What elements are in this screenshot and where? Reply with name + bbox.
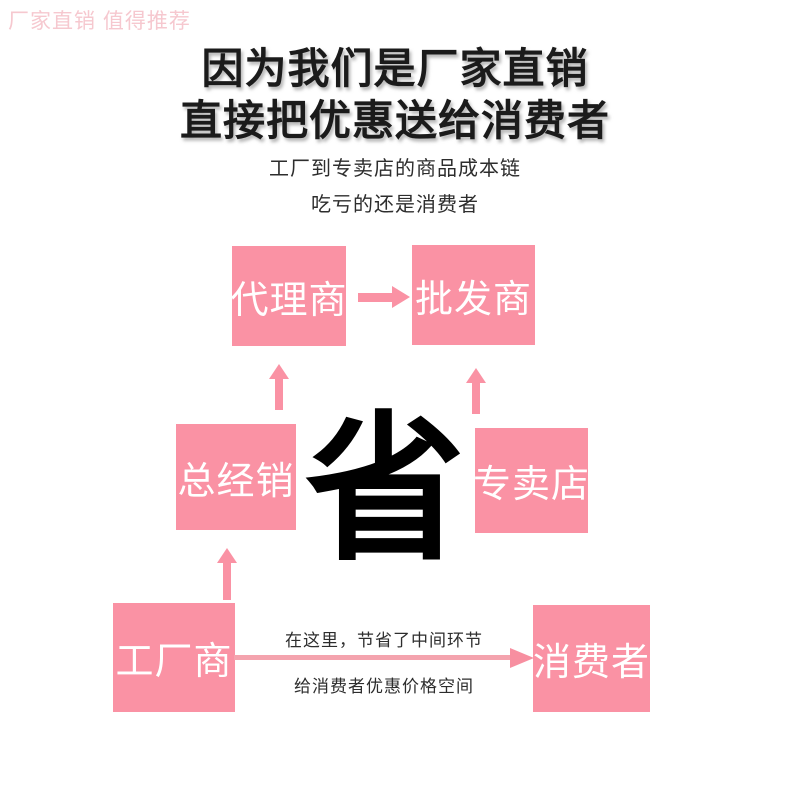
page-title-line-2: 直接把优惠送给消费者 bbox=[179, 97, 610, 144]
watermark-text: 厂家直销 值得推荐 bbox=[8, 10, 191, 33]
arrow-up-icon-factory-to-general bbox=[217, 548, 237, 600]
node-wholesaler: 批发商 bbox=[412, 245, 535, 345]
page-title-line-1: 因为我们是厂家直销 bbox=[201, 45, 589, 92]
node-specialty-store: 专卖店 bbox=[473, 428, 589, 533]
node-agent: 代理商 bbox=[231, 246, 347, 346]
arrow-up-icon-store-to-wholesaler bbox=[466, 368, 486, 414]
subtitle-line-2: 吃亏的还是消费者 bbox=[311, 194, 479, 216]
node-factory: 工厂商 bbox=[113, 603, 235, 712]
node-consumer: 消费者 bbox=[533, 605, 650, 712]
arrow-up-icon-general-to-agent bbox=[269, 364, 289, 410]
arrow-right-icon-factory-to-consumer bbox=[234, 648, 534, 668]
arrow-caption-bottom: 给消费者优惠价格空间 bbox=[294, 677, 474, 696]
subtitle-line-1: 工厂到专卖店的商品成本链 bbox=[269, 158, 521, 180]
arrow-right-icon-agent-to-wholesaler bbox=[358, 286, 410, 308]
saving-glyph: 省 bbox=[304, 400, 465, 579]
arrow-caption-top: 在这里，节省了中间环节 bbox=[285, 631, 483, 650]
node-general-distributor: 总经销 bbox=[176, 424, 296, 530]
